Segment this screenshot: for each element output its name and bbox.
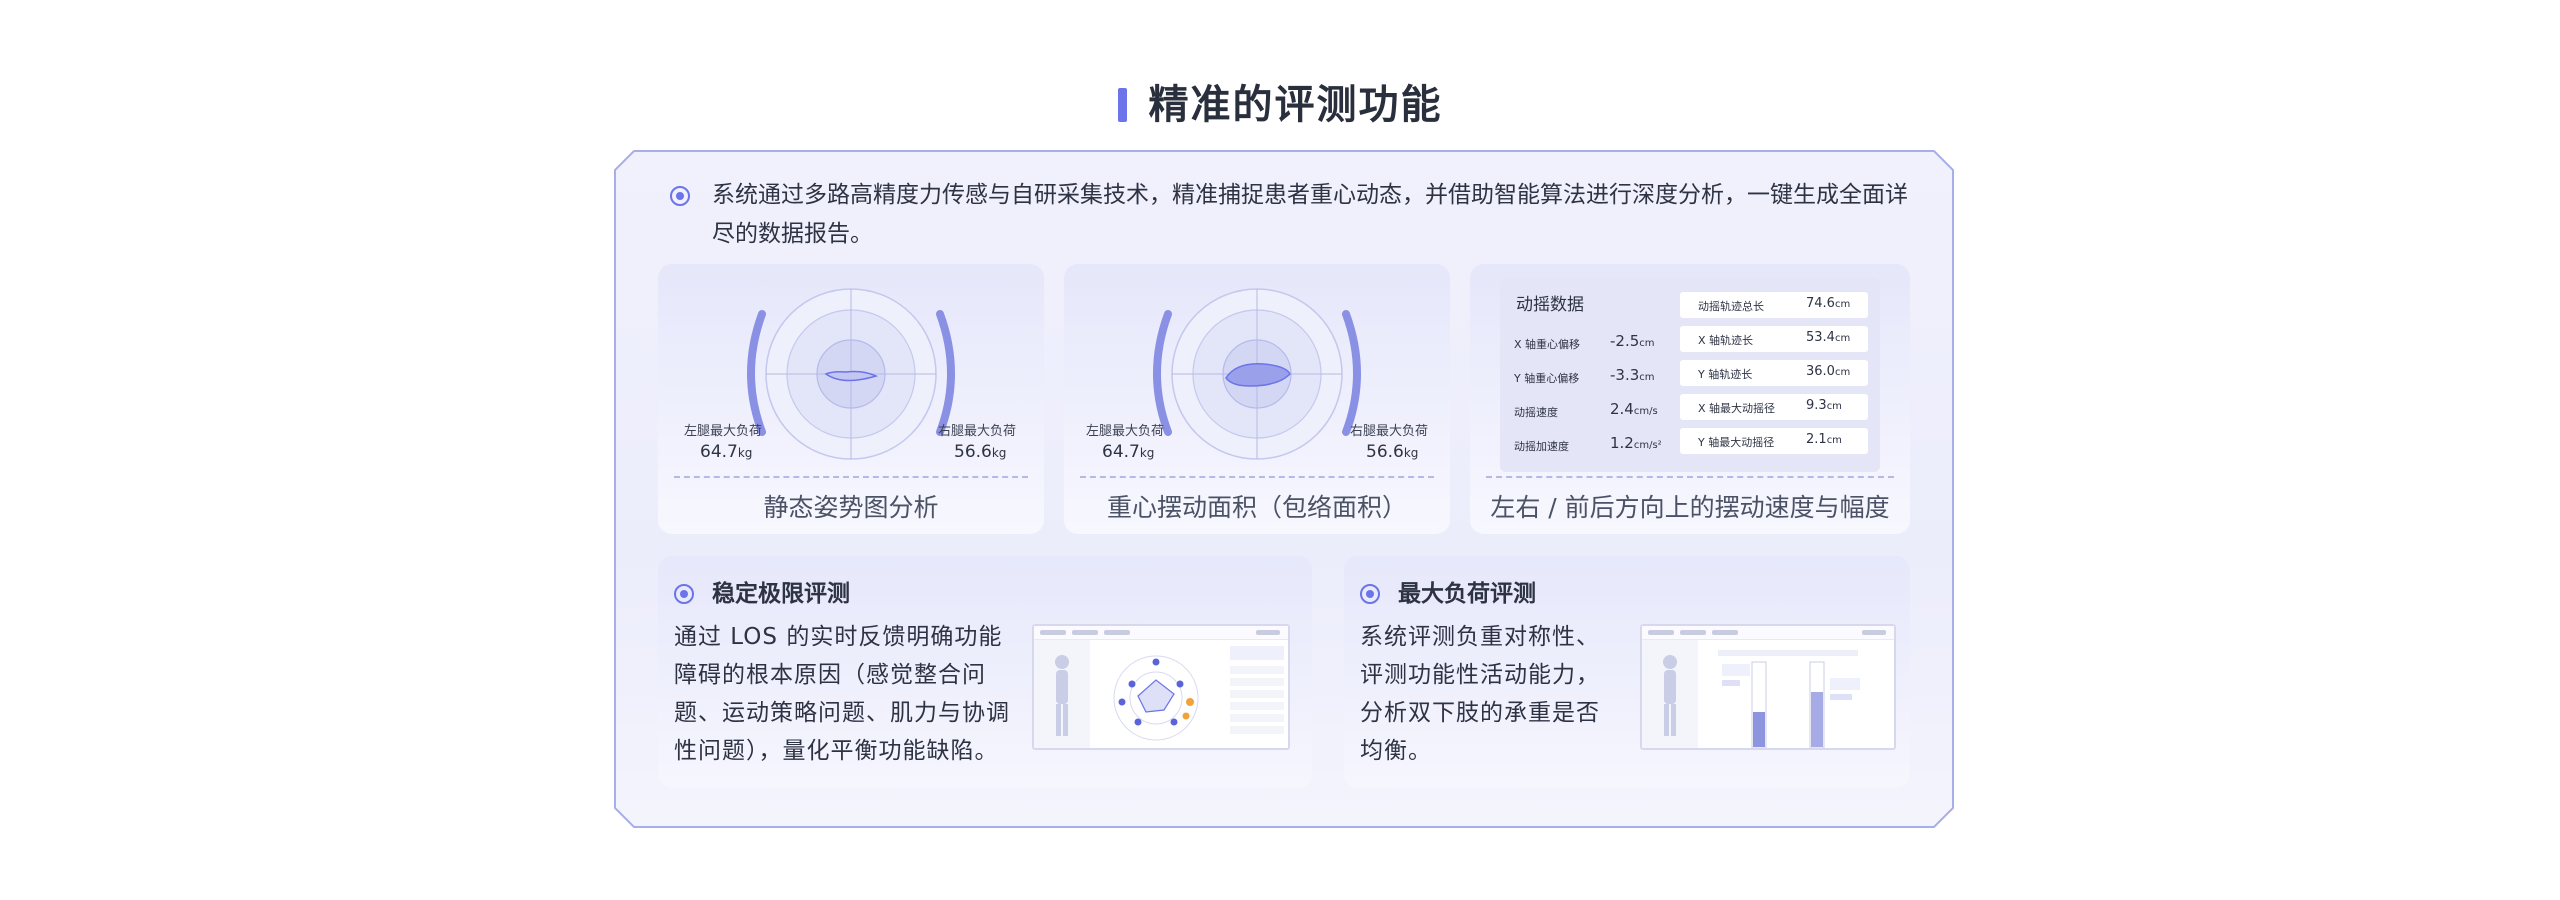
los-heading: 稳定极限评测 (674, 574, 850, 608)
max-load-screenshot (1640, 624, 1896, 750)
metric-row: 动摇轨迹总长 74.6cm (1680, 292, 1868, 318)
card-divider (1486, 476, 1894, 478)
left-leg-label: 左腿最大负荷 (1086, 424, 1165, 439)
card-caption: 静态姿势图分析 (763, 493, 939, 522)
card-caption: 重心摆动面积（包络面积） (1106, 493, 1407, 522)
metric-row: X 轴最大动摇径 9.3cm (1680, 394, 1868, 420)
card-divider (1080, 476, 1434, 478)
bullet-icon (674, 584, 694, 604)
card-divider (674, 476, 1028, 478)
los-screenshot (1032, 624, 1290, 750)
right-leg-value: 56.6kg (1366, 442, 1419, 462)
page-title: 精准的评测功能 (0, 72, 2560, 130)
metrics-box: 动摇数据 X 轴重心偏移 -2.5cm Y 轴重心偏移 -3.3cm 动摇速度 … (1500, 278, 1880, 472)
right-leg-label: 右腿最大负荷 (938, 424, 1017, 439)
intro-text: 系统通过多路高精度力传感与自研采集技术，精准捕捉患者重心动态，并借助智能算法进行… (712, 182, 1908, 247)
left-leg-value: 64.7kg (1102, 442, 1155, 462)
title-accent-bar (1117, 88, 1127, 122)
card-max-load: 最大负荷评测 系统评测负重对称性、 评测功能性活动能力， 分析双下肢的承重是否 … (1344, 556, 1910, 788)
metric-row: Y 轴最大动摇径 2.1cm (1680, 428, 1868, 454)
metric-row: 动摇速度 2.4cm/s (1514, 400, 1658, 419)
right-leg-label: 右腿最大负荷 (1350, 424, 1429, 439)
left-leg-label: 左腿最大负荷 (684, 424, 763, 439)
metric-row: 动摇加速度 1.2cm/s² (1514, 434, 1662, 453)
card-sway-metrics: 动摇数据 X 轴重心偏移 -2.5cm Y 轴重心偏移 -3.3cm 动摇速度 … (1470, 264, 1910, 534)
left-leg-value: 64.7kg (700, 442, 753, 462)
page-title-text: 精准的评测功能 (1148, 82, 1443, 128)
bullet-icon (670, 186, 690, 206)
metrics-title: 动摇数据 (1516, 295, 1584, 315)
posture-radar-graphic (747, 288, 955, 460)
metric-row: X 轴重心偏移 -2.5cm (1514, 332, 1655, 351)
bullet-icon (1360, 584, 1380, 604)
sway-radar-graphic (1153, 288, 1361, 460)
card-static-posture: 左腿最大负荷 64.7kg 右腿最大负荷 56.6kg 静态姿势图分析 (658, 264, 1044, 534)
metric-row: Y 轴重心偏移 -3.3cm (1514, 366, 1655, 385)
metric-row: X 轴轨迹长 53.4cm (1680, 326, 1868, 352)
right-leg-value: 56.6kg (954, 442, 1007, 462)
card-sway-area: 左腿最大负荷 64.7kg 右腿最大负荷 56.6kg 重心摆动面积（包络面积） (1064, 264, 1450, 534)
card-caption: 左右 / 前后方向上的摆动速度与幅度 (1490, 493, 1890, 522)
max-load-description: 系统评测负重对称性、 评测功能性活动能力， 分析双下肢的承重是否 均衡。 (1360, 624, 1600, 764)
max-load-heading: 最大负荷评测 (1360, 574, 1536, 608)
card-los: 稳定极限评测 通过 LOS 的实时反馈明确功能 障碍的根本原因（感觉整合问 题、… (658, 556, 1312, 788)
intro-block: 系统通过多路高精度力传感与自研采集技术，精准捕捉患者重心动态，并借助智能算法进行… (670, 176, 1910, 254)
los-description: 通过 LOS 的实时反馈明确功能 障碍的根本原因（感觉整合问 题、运动策略问题、… (674, 624, 1010, 764)
metric-row: Y 轴轨迹长 36.0cm (1680, 360, 1868, 386)
max-load-preview-graphic (1642, 640, 1860, 748)
los-preview-graphic (1034, 640, 1284, 748)
